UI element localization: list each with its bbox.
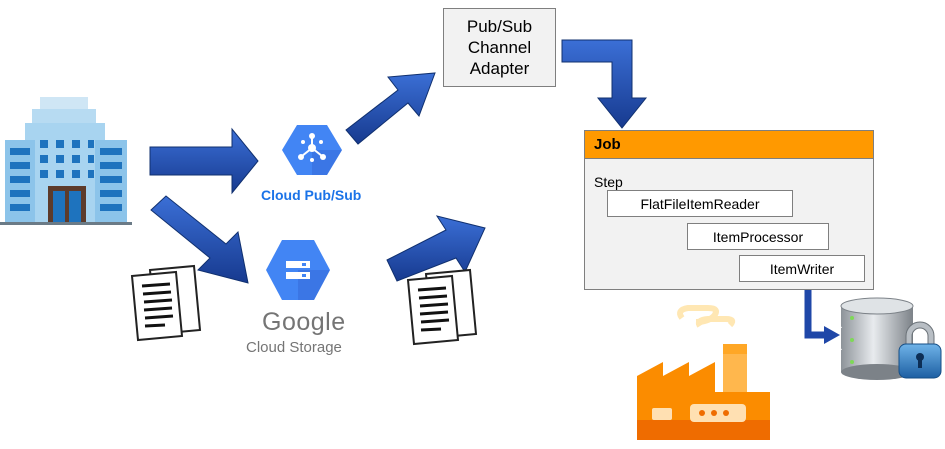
job-title: Job xyxy=(594,136,621,153)
item-writer-box: ItemWriter xyxy=(739,255,865,282)
documents-icon-right xyxy=(406,268,478,346)
arrow-building-to-pubsub xyxy=(149,127,259,195)
cloud-pubsub-icon xyxy=(282,125,342,175)
documents-icon-left xyxy=(130,264,202,342)
secure-database-icon xyxy=(840,297,942,380)
office-building-icon xyxy=(0,97,132,225)
item-reader-box: FlatFileItemReader xyxy=(607,190,793,217)
job-box: Job Step FlatFileItemReader ItemProcesso… xyxy=(584,130,874,290)
arrow-writer-to-database xyxy=(804,282,840,344)
item-processor-box: ItemProcessor xyxy=(687,223,829,250)
google-wordmark: Google xyxy=(262,308,346,336)
arrow-pubsub-to-adapter xyxy=(345,72,436,145)
step-label: Step xyxy=(594,174,623,190)
cloud-storage-label: Cloud Storage xyxy=(246,339,342,356)
pubsub-channel-adapter-box: Pub/Sub Channel Adapter xyxy=(443,8,556,87)
arrow-building-to-storage xyxy=(150,195,249,284)
adapter-label: Pub/Sub Channel Adapter xyxy=(466,17,533,78)
job-header: Job xyxy=(585,131,873,159)
cloud-pubsub-label: Cloud Pub/Sub xyxy=(261,187,362,203)
factory-icon xyxy=(637,305,770,440)
arrow-docs-to-job xyxy=(386,215,486,282)
arrow-adapter-to-job xyxy=(561,39,648,129)
cloud-storage-icon xyxy=(266,240,330,300)
